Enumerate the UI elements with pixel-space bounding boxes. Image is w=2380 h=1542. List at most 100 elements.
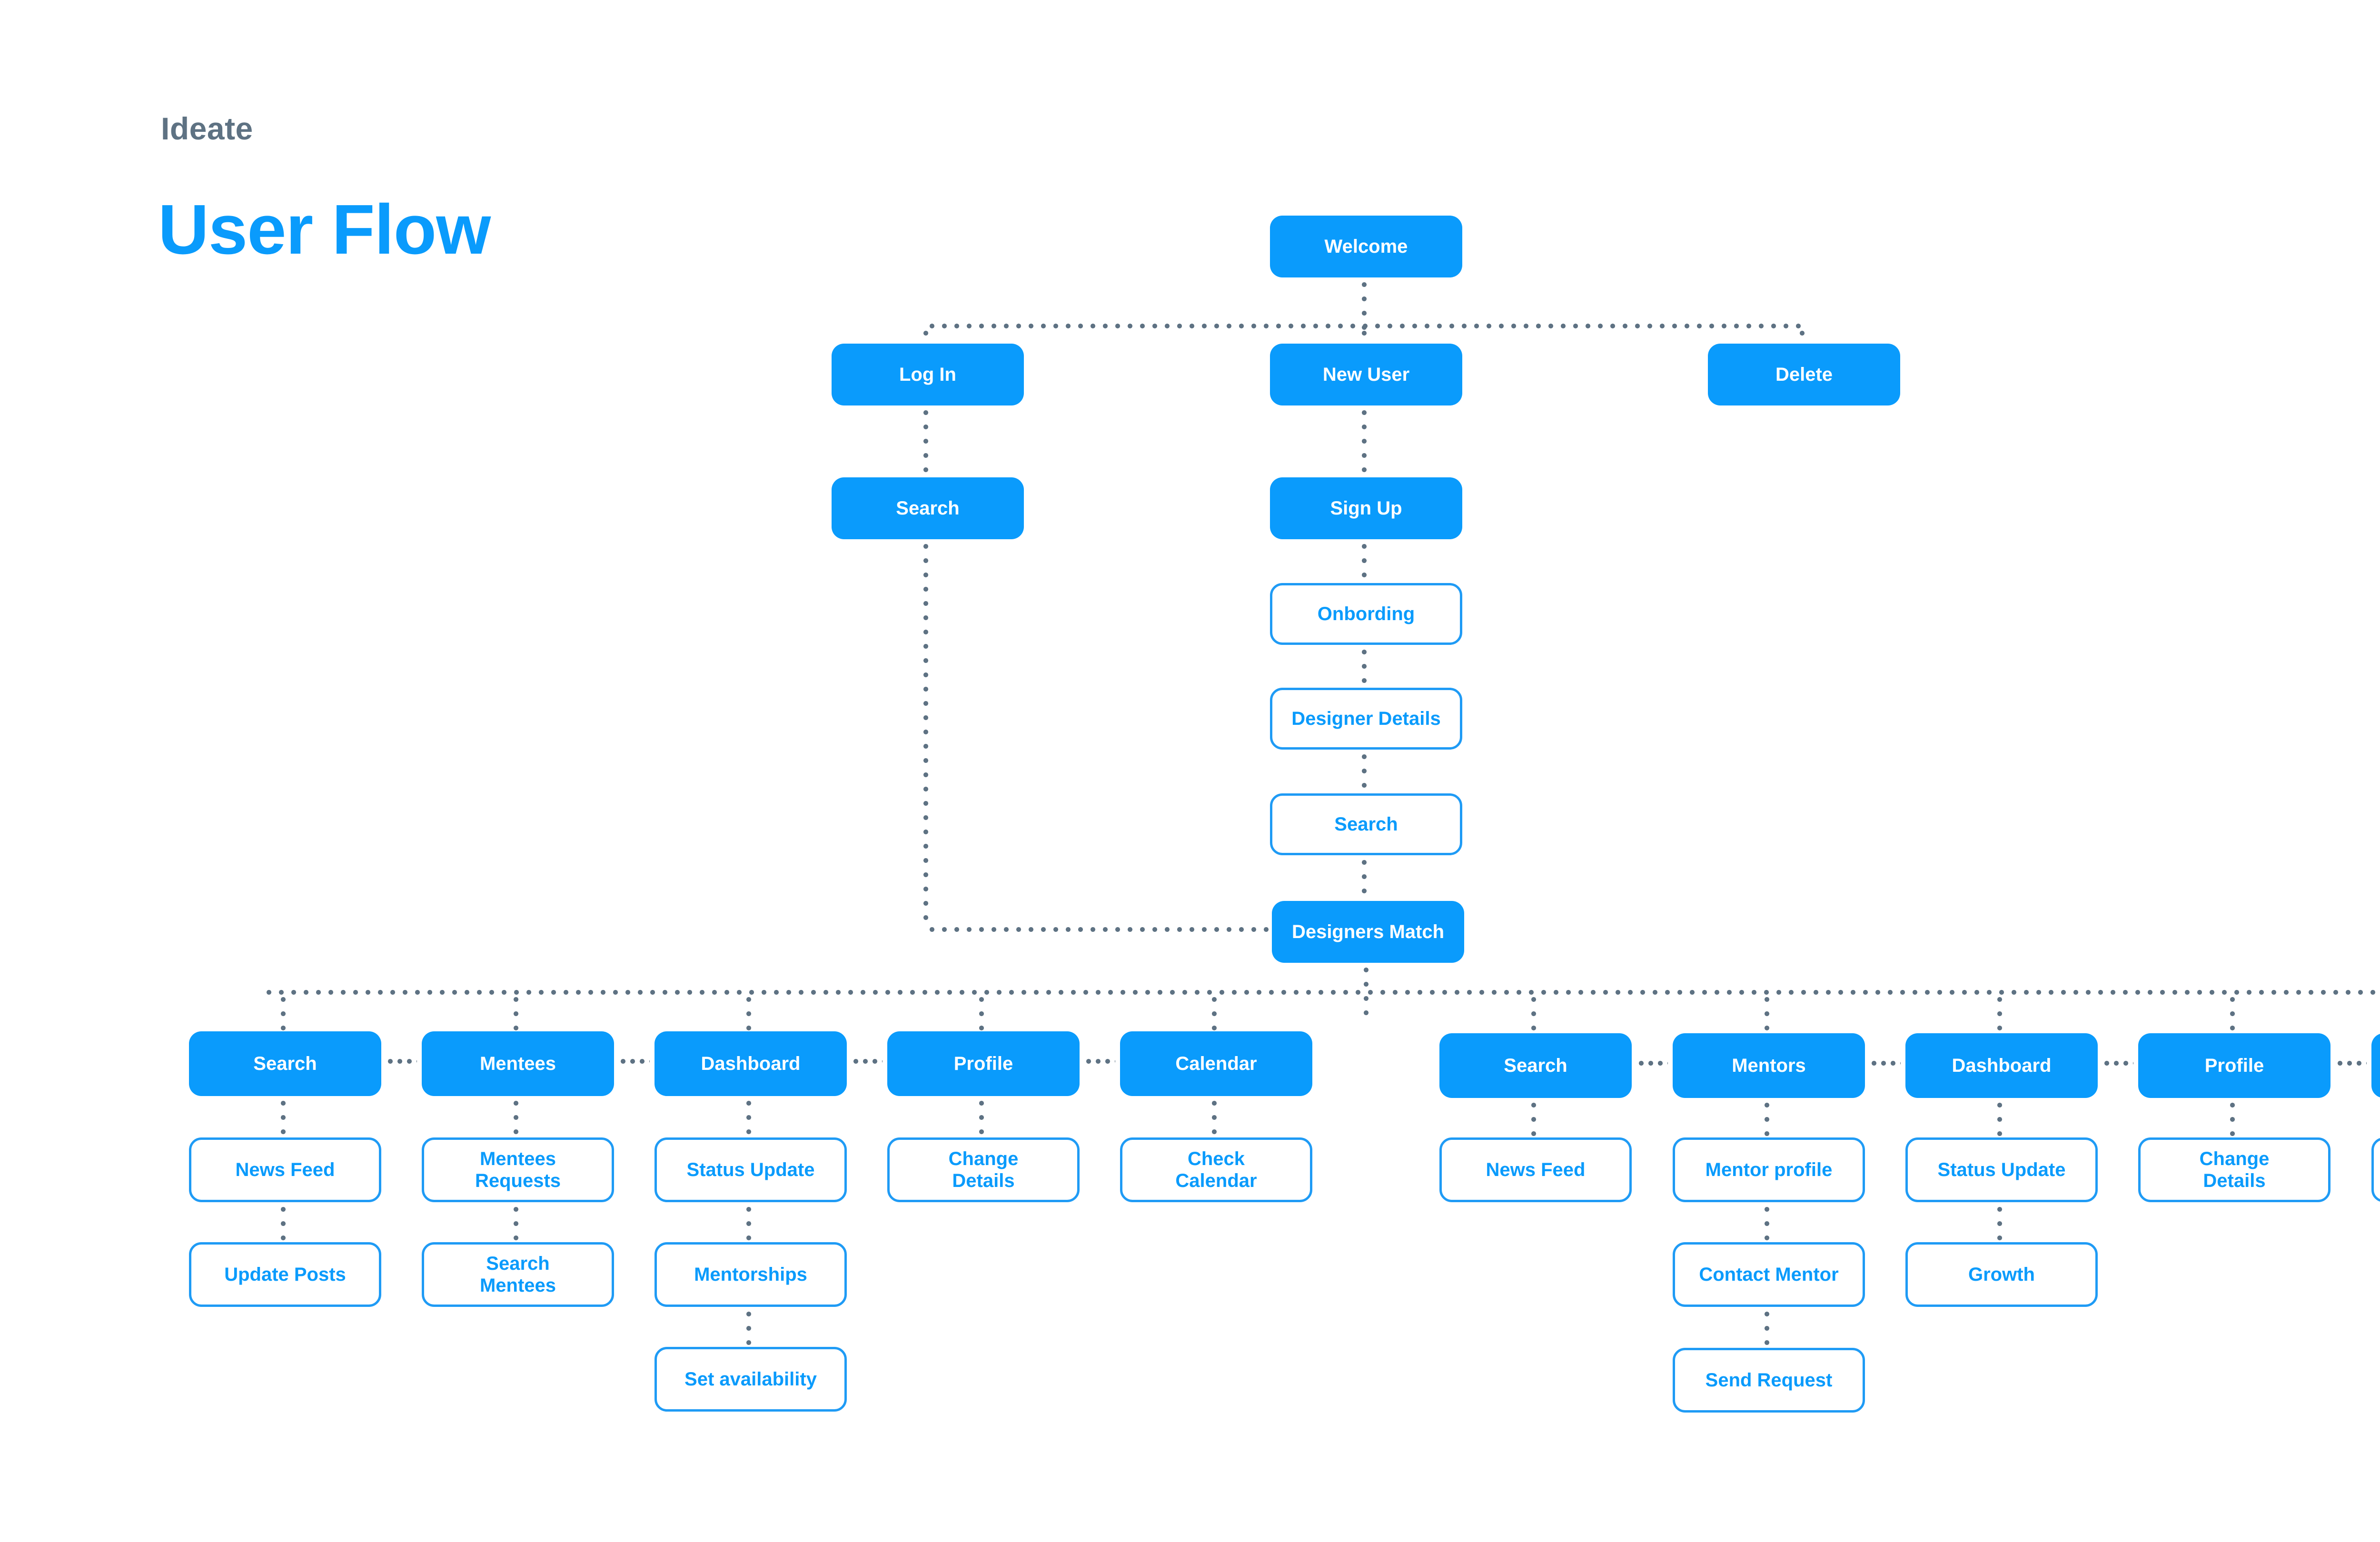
flow-node-mentor-profile[interactable]: Profile [2138, 1033, 2330, 1098]
connector-v-mentor-search-1 [1531, 1098, 1536, 1137]
flow-node-mentee-check-cal[interactable]: Check Calendar [1120, 1137, 1312, 1202]
flow-node-label: Mentorships [694, 1264, 807, 1285]
connector-v-mentors-2 [1765, 1202, 1769, 1242]
flow-node-mentor-search[interactable]: Search [1439, 1033, 1632, 1098]
flow-node-mentor-news-feed[interactable]: News Feed [1439, 1137, 1632, 1202]
connector-sib-7 [2102, 1061, 2133, 1066]
flow-node-label: Check Calendar [1175, 1148, 1257, 1191]
flow-node-label: New User [1322, 364, 1410, 385]
flow-node-label: Profile [953, 1053, 1013, 1074]
flow-node-set-availability[interactable]: Set availability [654, 1347, 847, 1412]
flow-node-growth[interactable]: Growth [1905, 1242, 2098, 1307]
connector-drop-mentor-dash [1997, 992, 2002, 1033]
flow-node-label: Send Request [1705, 1369, 1833, 1391]
page-title: User Flow [158, 190, 491, 269]
flow-node-mentor-calendar[interactable]: Calendar [2371, 1033, 2380, 1098]
flow-node-label: Dashboard [701, 1053, 801, 1074]
flow-node-label: Search [253, 1053, 317, 1074]
flow-node-mentor-status[interactable]: Status Update [1905, 1137, 2098, 1202]
flow-node-send-request[interactable]: Send Request [1673, 1348, 1865, 1413]
connector-welcome-down [1362, 277, 1367, 330]
flow-node-onbording[interactable]: Onbording [1270, 583, 1462, 645]
flow-node-mentor-check-cal[interactable]: Check Calendar [2371, 1137, 2380, 1202]
connector-v-mentee-cal-1 [1212, 1096, 1217, 1137]
connector-match-down [1364, 963, 1368, 1015]
connector-v-mentee-dash-2 [746, 1202, 751, 1242]
connector-drop-mentees [514, 992, 518, 1031]
flow-node-designers-match[interactable]: Designers Match [1272, 901, 1464, 963]
flow-node-search-login[interactable]: Search [832, 477, 1024, 539]
flow-node-label: Search [896, 497, 960, 519]
connector-v-mentors-3 [1765, 1307, 1769, 1348]
connector-details-search [1362, 750, 1367, 794]
flow-node-welcome[interactable]: Welcome [1270, 216, 1462, 277]
connector-v-mentee-profile-1 [979, 1096, 984, 1137]
connector-login-signup-link [1362, 405, 1367, 477]
connector-v-mentor-dash-1 [1997, 1098, 2002, 1137]
flow-node-label: Status Update [1937, 1159, 2066, 1180]
connector-v-mentee-dash-1 [746, 1096, 751, 1137]
connector-search-match [1362, 855, 1367, 902]
connector-sib-6 [1869, 1061, 1901, 1066]
flow-node-label: Calendar [1175, 1053, 1257, 1074]
connector-sib-4 [1084, 1059, 1115, 1064]
flow-node-mentor-profile-sub[interactable]: Mentor profile [1673, 1137, 1865, 1202]
connector-v-mentee-search-1 [281, 1096, 286, 1137]
flow-node-label: Change Details [2199, 1148, 2270, 1191]
flow-node-mentor-change[interactable]: Change Details [2138, 1137, 2330, 1202]
connector-drop-mentor-search [1531, 992, 1536, 1033]
connector-v-mentor-profile-1 [2230, 1098, 2235, 1137]
flow-node-label: Search [1504, 1055, 1567, 1076]
flow-node-mentees[interactable]: Mentees [422, 1031, 614, 1096]
flow-node-designer-details[interactable]: Designer Details [1270, 688, 1462, 750]
flow-node-contact-mentor[interactable]: Contact Mentor [1673, 1242, 1865, 1307]
flow-node-mentee-status[interactable]: Status Update [654, 1137, 847, 1202]
connector-login-drop [923, 326, 928, 345]
flow-node-label: Search Mentees [479, 1253, 556, 1296]
flow-node-label: Update Posts [224, 1264, 346, 1285]
connector-drop-mentee-profile [979, 992, 984, 1031]
flow-node-mentors[interactable]: Mentors [1673, 1033, 1865, 1098]
flow-node-mentorships[interactable]: Mentorships [654, 1242, 847, 1307]
section-eyebrow: Ideate [161, 111, 253, 146]
flow-node-login[interactable]: Log In [832, 344, 1024, 405]
flow-node-new-user[interactable]: New User [1270, 344, 1462, 405]
flow-node-mentees-requests[interactable]: Mentees Requests [422, 1137, 614, 1202]
flow-node-signup[interactable]: Sign Up [1270, 477, 1462, 539]
flow-node-update-posts[interactable]: Update Posts [189, 1242, 381, 1307]
flow-node-mentor-dashboard[interactable]: Dashboard [1905, 1033, 2098, 1098]
flow-node-label: Log In [899, 364, 956, 385]
flow-node-label: Mentees Requests [475, 1148, 561, 1191]
connector-drop-mentee-search [281, 992, 286, 1031]
flow-node-label: Designers Match [1291, 921, 1445, 942]
flow-node-mentee-calendar[interactable]: Calendar [1120, 1031, 1312, 1096]
flow-node-mentee-search[interactable]: Search [189, 1031, 381, 1096]
connector-drop-mentor-profile [2230, 992, 2235, 1033]
connector-drop-mentee-calendar [1212, 992, 1217, 1031]
flow-node-label: Search [1334, 813, 1398, 835]
flow-node-delete[interactable]: Delete [1708, 344, 1900, 405]
connector-sib-2 [618, 1059, 650, 1064]
connector-onbording-details [1362, 645, 1367, 689]
connector-search-bus-h [926, 927, 1276, 932]
connector-sib-8 [2335, 1061, 2367, 1066]
connector-v-mentors-1 [1765, 1098, 1769, 1137]
flow-node-mentee-profile[interactable]: Profile [887, 1031, 1080, 1096]
flow-node-search-signup[interactable]: Search [1270, 793, 1462, 855]
flow-node-mentee-dashboard[interactable]: Dashboard [654, 1031, 847, 1096]
flow-node-label: Mentees [479, 1053, 556, 1074]
flow-node-label: Designer Details [1291, 708, 1441, 729]
connector-v-mentee-dash-3 [746, 1307, 751, 1347]
connector-main-bus [263, 990, 2380, 995]
flow-node-mentee-news-feed[interactable]: News Feed [189, 1137, 381, 1202]
connector-v-mentees-1 [514, 1096, 518, 1137]
flow-node-label: Dashboard [1952, 1055, 2052, 1076]
flow-node-label: Welcome [1324, 236, 1408, 257]
flow-node-search-mentees[interactable]: Search Mentees [422, 1242, 614, 1307]
flow-node-mentee-change[interactable]: Change Details [887, 1137, 1080, 1202]
connector-delete-drop [1800, 326, 1805, 345]
connector-sib-1 [386, 1059, 417, 1064]
connector-signup-onbording [1362, 539, 1367, 584]
